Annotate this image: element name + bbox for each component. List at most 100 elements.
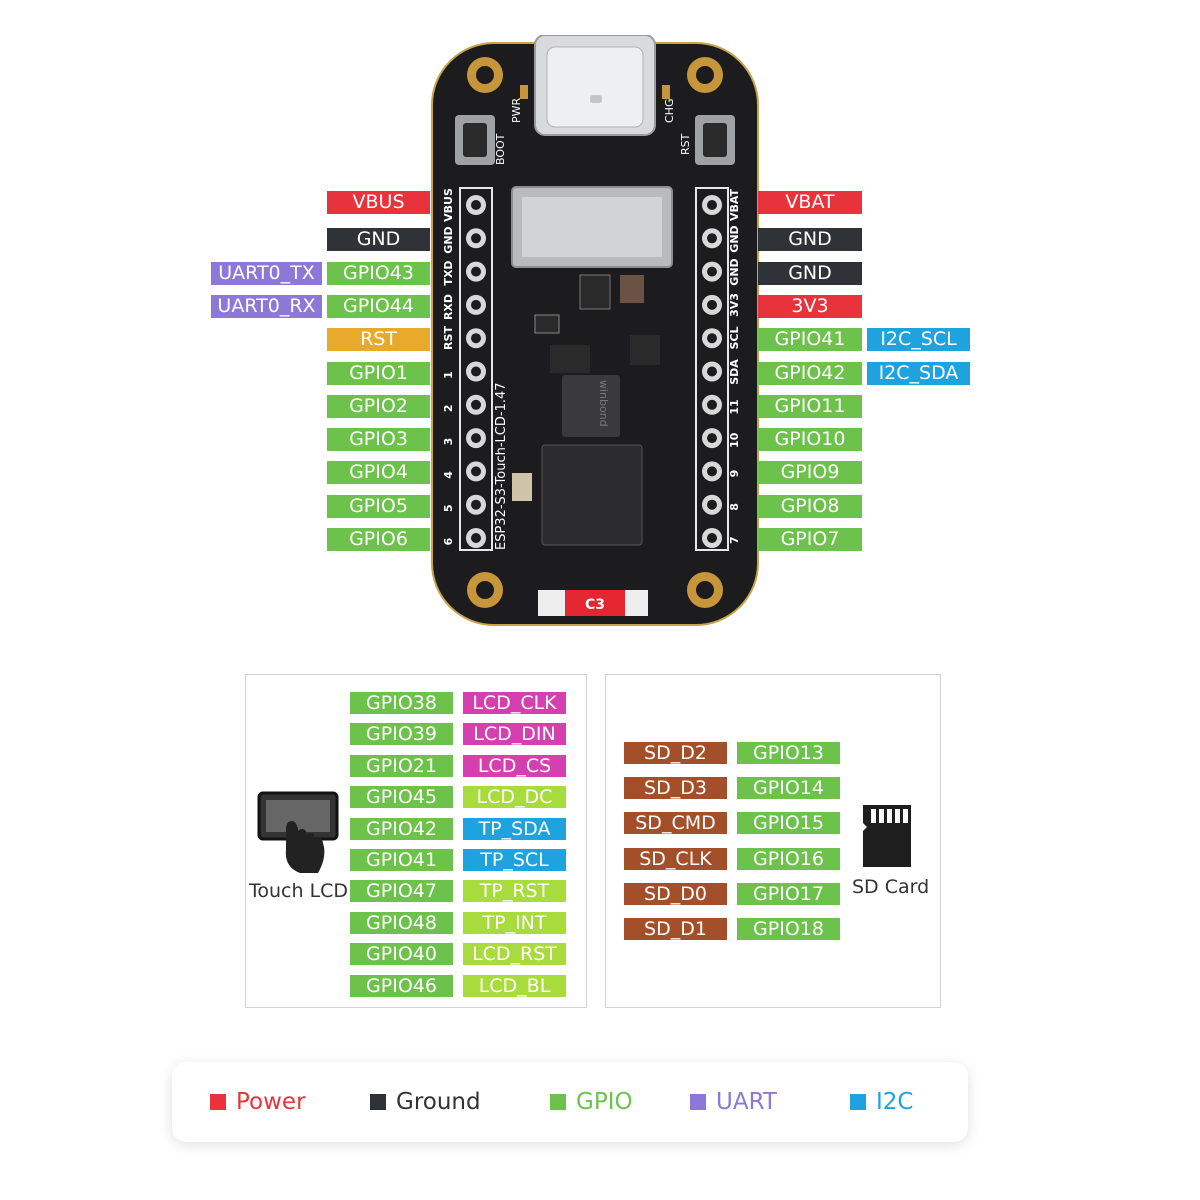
silk-right-label: SDA — [728, 359, 741, 385]
legend-swatch-icon — [370, 1094, 386, 1110]
header-pin-hole — [707, 200, 717, 210]
sd-gpio-label: GPIO13 — [737, 742, 840, 764]
silk-right-number: 9 — [728, 470, 741, 478]
silk-left-label: TXD — [442, 260, 455, 285]
lcd-gpio-label: GPIO39 — [350, 723, 453, 746]
silk-chg: CHG — [663, 99, 676, 123]
lcd-gpio-label: GPIO38 — [350, 692, 453, 714]
silk-right-label: SCL — [728, 326, 741, 349]
silk-left-number: 3 — [442, 438, 455, 446]
header-pin-hole — [707, 499, 717, 510]
lcd-gpio-label: GPIO40 — [350, 943, 453, 966]
legend-item: UART — [690, 1088, 777, 1116]
legend-swatch-icon — [550, 1094, 566, 1110]
right-pin-label: GPIO9 — [758, 461, 862, 484]
header-pin-hole — [707, 333, 717, 344]
header-pin-hole — [707, 533, 717, 543]
legend-item: Ground — [370, 1088, 481, 1116]
header-pin-hole — [471, 366, 481, 377]
silk-left-label: RST — [442, 326, 455, 350]
mounting-hole-icon — [467, 57, 503, 93]
header-pin-hole — [707, 433, 717, 444]
legend-label: UART — [716, 1089, 777, 1115]
touch-lcd-caption: Touch LCD — [249, 880, 349, 902]
legend-label: Power — [236, 1089, 306, 1115]
board-illustration: PWR CHG BOOT RST winbond RSTRXDTXDGNDVBU… — [431, 35, 759, 626]
silk-right-label: 3V3 — [728, 293, 741, 317]
header-pin-hole — [471, 266, 481, 277]
sd-function-label: SD_CLK — [624, 847, 727, 870]
lcd-gpio-label: GPIO41 — [350, 849, 453, 871]
silk-pwr: PWR — [510, 97, 523, 123]
header-pin-hole — [471, 200, 481, 210]
left-pin-alt-label: UART0_TX — [211, 262, 322, 285]
silk-left-number: 6 — [442, 537, 455, 545]
left-pin-alt-label: UART0_RX — [211, 295, 322, 318]
color-legend: Power Ground GPIO UART I2C — [172, 1062, 968, 1142]
header-pin-hole — [471, 399, 481, 410]
c3-marker — [565, 590, 625, 616]
header-pin-hole — [707, 266, 717, 277]
right-pin-label: GPIO41 — [758, 328, 862, 351]
silk-right-number: 8 — [728, 503, 741, 511]
silk-boot: BOOT — [494, 133, 507, 165]
silk-right-number: 11 — [728, 399, 741, 414]
silk-right-label: GND — [728, 258, 741, 285]
lcd-gpio-label: GPIO46 — [350, 974, 453, 997]
header-pin-hole — [471, 533, 481, 543]
header-pin-hole — [471, 233, 481, 244]
silk-right-label: GND — [728, 225, 741, 252]
lcd-function-label: TP_SCL — [463, 849, 566, 871]
legend-swatch-icon — [850, 1094, 866, 1110]
touch-lcd-icon — [257, 791, 339, 873]
lcd-function-label: LCD_DIN — [463, 723, 566, 746]
right-pin-label: GPIO11 — [758, 395, 862, 418]
lcd-gpio-label: GPIO45 — [350, 786, 453, 809]
legend-swatch-icon — [210, 1094, 226, 1110]
lcd-function-label: TP_SDA — [463, 817, 566, 840]
legend-item: GPIO — [550, 1088, 633, 1116]
sd-gpio-label: GPIO14 — [737, 777, 840, 800]
lcd-function-label: LCD_RST — [463, 943, 566, 966]
header-pin-hole — [471, 499, 481, 510]
legend-label: I2C — [876, 1089, 914, 1115]
silk-right-label: VBAT — [728, 188, 741, 221]
header-pin-hole — [471, 433, 481, 444]
sd-function-label: SD_D2 — [624, 742, 727, 764]
right-pin-label: GPIO7 — [758, 528, 862, 551]
lcd-gpio-label: GPIO48 — [350, 911, 453, 934]
left-pin-label: GPIO1 — [327, 362, 430, 385]
right-pin-label: GND — [758, 228, 862, 251]
header-pin-hole — [707, 366, 717, 377]
mounting-hole-icon — [687, 57, 723, 93]
header-pin-hole — [471, 466, 481, 477]
left-pin-label: GPIO5 — [327, 495, 430, 518]
legend-swatch-icon — [690, 1094, 706, 1110]
flash-chip-brand: winbond — [597, 380, 610, 427]
sd-function-label: SD_CMD — [624, 812, 727, 835]
mounting-hole-icon — [467, 572, 503, 608]
silk-right-number: 10 — [728, 432, 741, 448]
silk-left-label: GND — [442, 226, 455, 253]
legend-label: GPIO — [576, 1089, 633, 1115]
silk-right-number: 7 — [728, 536, 741, 544]
flash-chip — [562, 375, 620, 437]
right-pin-alt-label: I2C_SCL — [867, 328, 970, 351]
right-pin-label: GPIO8 — [758, 495, 862, 518]
legend-item: Power — [210, 1088, 306, 1116]
left-pin-label: GPIO4 — [327, 461, 430, 484]
legend-item: I2C — [850, 1088, 913, 1116]
lcd-function-label: TP_RST — [463, 880, 566, 903]
lcd-gpio-label: GPIO42 — [350, 817, 453, 840]
silk-left-number: 1 — [442, 371, 455, 379]
silk-rst: RST — [679, 133, 692, 155]
c3-label: C3 — [585, 597, 605, 613]
lcd-function-label: TP_INT — [463, 911, 566, 934]
lcd-gpio-label: GPIO47 — [350, 880, 453, 903]
sd-function-label: SD_D1 — [624, 918, 727, 940]
lcd-function-label: LCD_CS — [463, 754, 566, 777]
sd-gpio-label: GPIO17 — [737, 882, 840, 905]
sd-card-caption: SD Card — [852, 876, 930, 898]
right-pin-label: GND — [758, 262, 862, 285]
